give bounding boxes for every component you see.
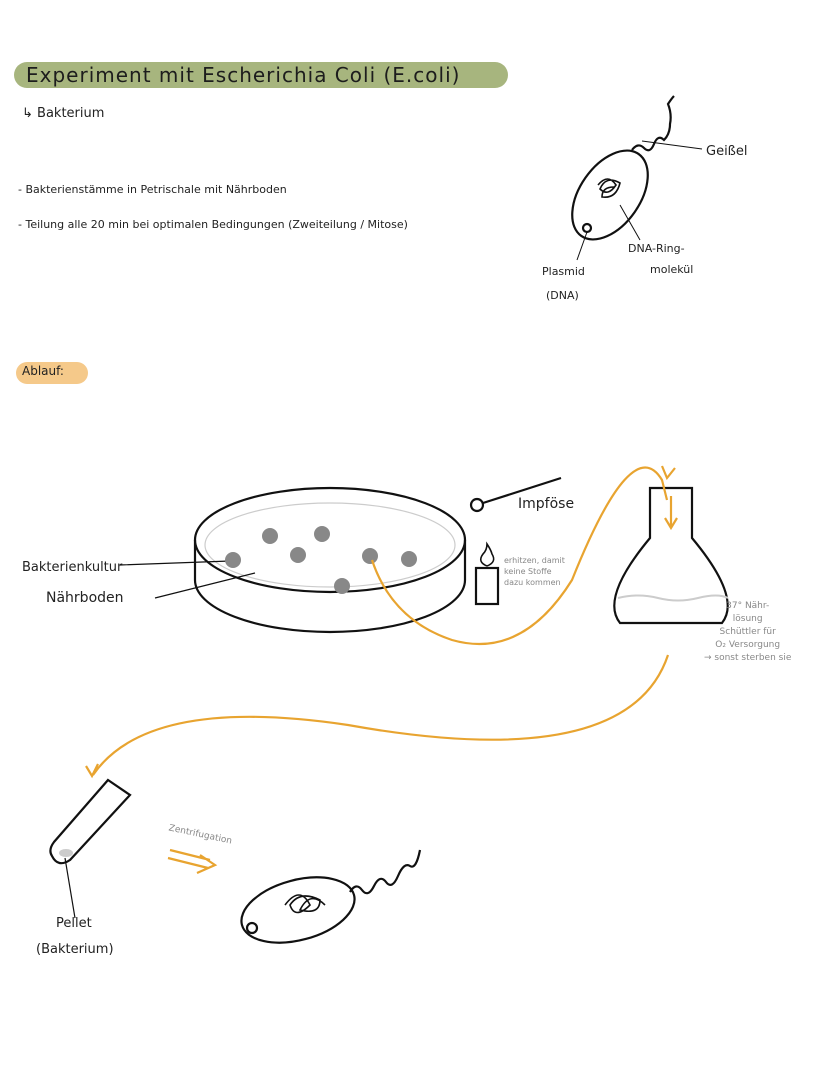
label-dna: DNA-Ring-	[628, 242, 685, 255]
flame-note-line: keine Stoffe	[504, 567, 552, 576]
bacterium-cell	[571, 149, 649, 241]
flask	[613, 486, 729, 625]
label-flagellum: Geißel	[706, 144, 748, 159]
flame	[479, 541, 495, 567]
flask-note-line: → sonst sterben sie	[704, 653, 792, 663]
bullet-1: - Bakterienstämme in Petrischale mit Näh…	[18, 183, 287, 196]
label-pellet-2: (Bakterium)	[36, 942, 114, 957]
label-pellet: Pellet	[56, 916, 92, 931]
label-plasmid: Plasmid	[542, 265, 585, 278]
page-title: Experiment mit Escherichia Coli (E.coli)	[26, 63, 461, 87]
flask-note: 37° Nähr- lösung Schüttler für O₂ Versor…	[704, 600, 791, 665]
flagellum	[631, 95, 675, 152]
label-plasmid-2: (DNA)	[546, 289, 579, 302]
flame-note: erhitzen, damit keine Stoffe dazu kommen	[504, 555, 565, 588]
label-loop: Impföse	[518, 496, 575, 512]
dna-coil	[597, 178, 621, 199]
flagellum-2	[349, 849, 422, 895]
label-medium: Nährboden	[46, 590, 124, 606]
flask-note-line: lösung	[732, 614, 763, 624]
label-dna-2: molekül	[650, 263, 694, 276]
candle	[474, 566, 500, 606]
test-tube	[49, 778, 132, 865]
bullet-2: - Teilung alle 20 min bei optimalen Bedi…	[18, 218, 408, 231]
inoculation-loop	[469, 497, 485, 513]
flame-note-line: erhitzen, damit	[504, 556, 565, 565]
colonies	[59, 526, 417, 857]
section-heading: Ablauf:	[22, 364, 64, 378]
petri-dish-side	[193, 540, 467, 634]
title-highlight	[14, 62, 508, 88]
process-arrows	[85, 465, 678, 875]
plasmid	[581, 222, 593, 234]
flask-note-line: O₂ Versorgung	[715, 640, 781, 650]
flask-note-line: 37° Nähr-	[726, 601, 770, 611]
bacterium-cell-2	[240, 876, 356, 944]
subtitle: ↳ Bakterium	[22, 106, 105, 121]
flask-note-line: Schüttler für	[719, 627, 776, 637]
section-highlight	[16, 362, 88, 384]
label-culture: Bakterienkultur	[22, 560, 123, 575]
flame-note-line: dazu kommen	[504, 578, 561, 587]
